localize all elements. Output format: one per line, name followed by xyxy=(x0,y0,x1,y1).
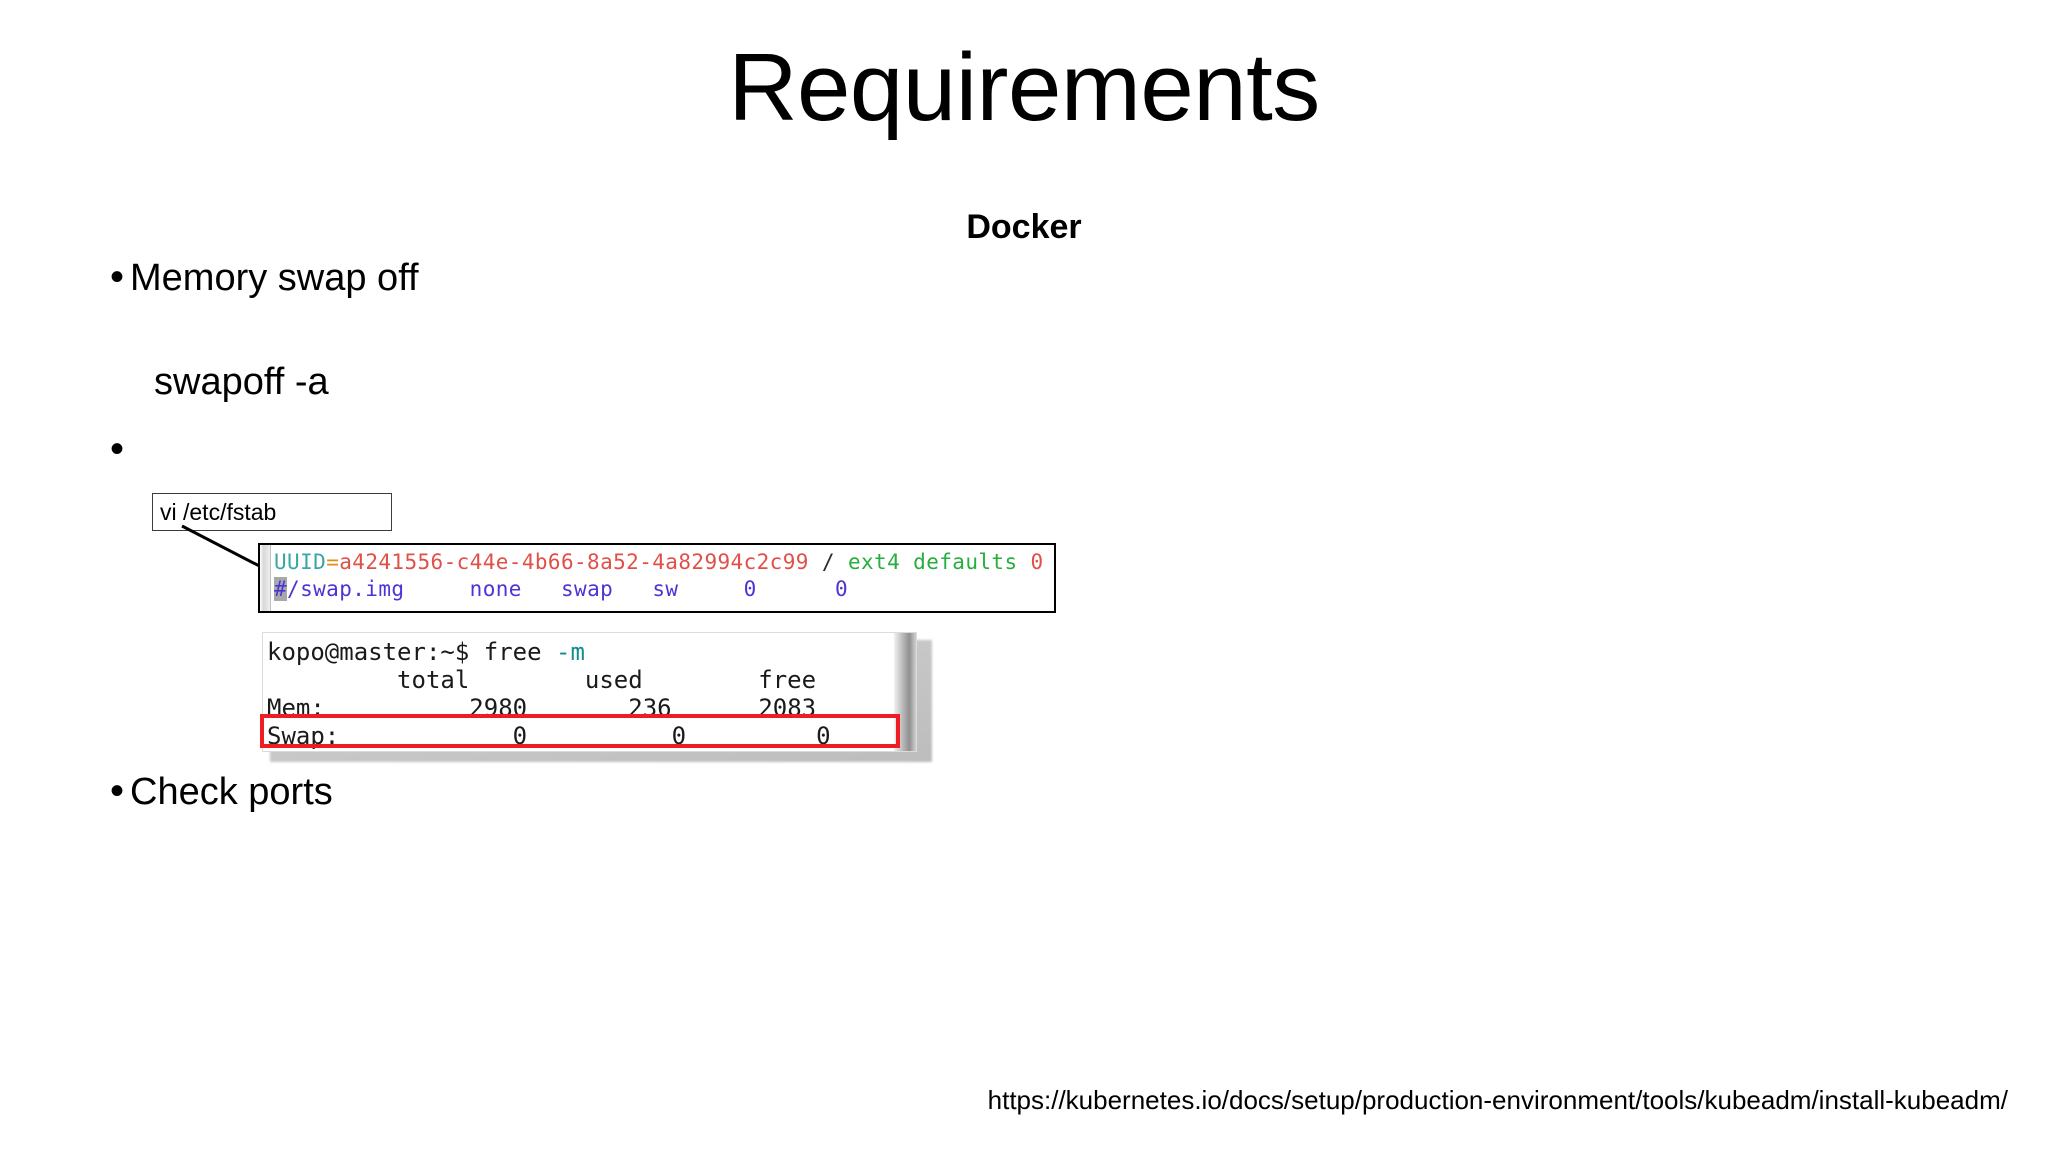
fstab-swap-dump: 0 xyxy=(743,577,757,601)
free-swap-free: 0 xyxy=(816,722,831,750)
fstab-fstype-opts: ext4 defaults xyxy=(847,550,1018,574)
fstab-uuid-value: a4241556-c44e-4b66-8a52-4a82994c2c99 xyxy=(339,550,809,574)
fstab-swap-fstype: swap xyxy=(560,577,614,601)
page-title: Requirements xyxy=(728,34,1320,141)
fstab-line-1: UUID=a4241556-c44e-4b66-8a52-4a82994c2c9… xyxy=(274,550,1054,574)
bullet-dot-icon: • xyxy=(110,769,125,813)
free-row-label: Swap: xyxy=(267,722,340,750)
terminal-screenshot-fstab: UUID=a4241556-c44e-4b66-8a52-4a82994c2c9… xyxy=(258,543,1056,613)
free-swap-total: 0 xyxy=(512,722,528,750)
fstab-swap-mountpoint: none xyxy=(469,577,522,601)
callout-vi-etc-fstab: vi /etc/fstab xyxy=(152,493,392,531)
fstab-dump-pass: 0 0 xyxy=(1030,550,1044,574)
bullet-item-empty: • xyxy=(110,427,130,471)
fstab-lines: UUID=a4241556-c44e-4b66-8a52-4a82994c2c9… xyxy=(271,545,1054,611)
free-output-text: kopo@master:~$ free -m total used free M… xyxy=(263,633,916,751)
free-row-mem: Mem: 2980 236 2083 xyxy=(267,694,816,722)
free-swap-used: 0 xyxy=(671,722,687,750)
free-mem-free: 2083 xyxy=(758,694,817,722)
fstab-swap-pass: 0 xyxy=(834,577,848,601)
fstab-swap-options: sw xyxy=(652,577,679,601)
shell-flag: -m xyxy=(556,638,585,666)
bullet-dot-icon: • xyxy=(110,427,125,471)
bullet-dot-icon: • xyxy=(110,255,125,299)
vim-gutter xyxy=(260,545,271,611)
free-row-label: Mem: xyxy=(267,694,325,722)
free-row-swap: Swap: 0 0 0 xyxy=(267,722,831,750)
terminal-screenshot-free-m: kopo@master:~$ free -m total used free M… xyxy=(260,632,932,762)
free-terminal-body: kopo@master:~$ free -m total used free M… xyxy=(262,632,917,752)
bullet-label: Check ports xyxy=(130,771,333,813)
free-mem-total: 2980 xyxy=(469,694,528,722)
free-header-row: total used free xyxy=(267,666,816,694)
terminal-scrollbar[interactable] xyxy=(894,633,916,751)
command-swapoff: swapoff -a xyxy=(154,361,329,403)
callout-label: vi /etc/fstab xyxy=(160,498,277,525)
fstab-mountpoint: / xyxy=(821,550,835,574)
fstab-equals: = xyxy=(326,550,340,574)
shell-prompt: kopo@master:~$ xyxy=(267,638,484,666)
fstab-line-2: #/swap.img none swap sw 0 0 xyxy=(274,577,848,601)
slide-subtitle: Docker xyxy=(966,208,1082,246)
bullet-label: Memory swap off xyxy=(130,257,419,299)
free-mem-used: 236 xyxy=(628,694,672,722)
shell-command: free xyxy=(483,638,556,666)
free-col-header-free: free xyxy=(758,666,817,694)
free-col-header-used: used xyxy=(584,666,643,694)
bullet-item-check-ports: • Check ports xyxy=(110,769,333,813)
bullet-item-memory-swap-off: • Memory swap off xyxy=(110,255,419,299)
free-col-header-total: total xyxy=(397,666,470,694)
fstab-uuid-key: UUID xyxy=(274,550,327,574)
footer-source-url[interactable]: https://kubernetes.io/docs/setup/product… xyxy=(987,1085,2008,1115)
fstab-swap-device: /swap.img xyxy=(287,577,405,601)
vim-cursor-block: # xyxy=(274,577,288,601)
